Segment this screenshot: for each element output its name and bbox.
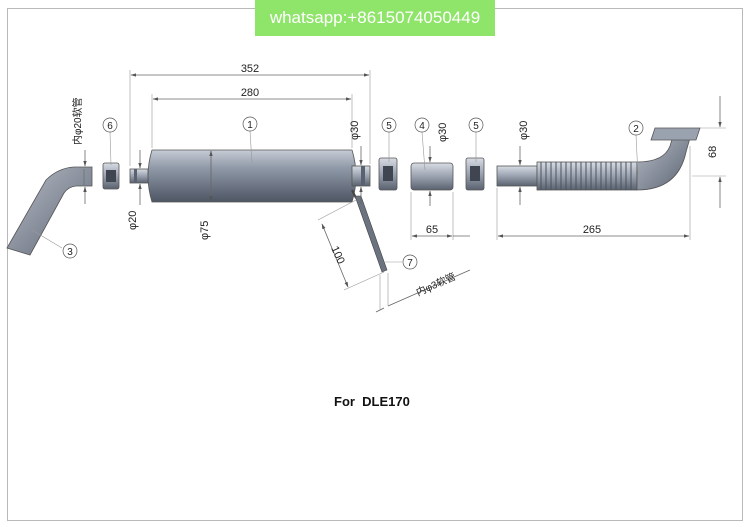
svg-text:5: 5 — [386, 121, 392, 132]
dim-elbow-length: 265 — [583, 224, 601, 236]
coupler-clamp-left — [378, 157, 398, 191]
small-coupler — [102, 162, 120, 190]
dim-body-length: 280 — [241, 87, 259, 99]
svg-text:6: 6 — [107, 121, 113, 132]
svg-text:7: 7 — [407, 258, 413, 269]
balloon-7: 7 — [402, 254, 418, 270]
balloon-2: 2 — [628, 120, 644, 136]
dimension-lines — [83, 70, 726, 313]
dim-tube-length: 100 — [328, 244, 346, 266]
balloon-5-right: 5 — [468, 117, 484, 133]
dim-hose-small: 内φ3软管 — [414, 270, 458, 299]
dim-outlet-dia: φ30 — [349, 121, 361, 140]
flex-elbow-header — [496, 127, 701, 191]
dim-coupler-dia: φ30 — [437, 123, 449, 142]
dim-elbow-rise: 68 — [707, 146, 719, 158]
svg-text:1: 1 — [247, 120, 253, 131]
balloon-3: 3 — [62, 243, 78, 259]
balloon-5-left: 5 — [381, 117, 397, 133]
coupler-clamp-right — [465, 157, 485, 191]
balloon-6: 6 — [102, 117, 118, 133]
pressure-tube — [354, 195, 388, 273]
drawing-caption: For DLE170 — [334, 394, 410, 409]
dim-elbow-dia: φ30 — [518, 121, 530, 140]
muffler-body — [129, 149, 371, 203]
dim-body-dia: φ75 — [199, 221, 211, 240]
svg-text:4: 4 — [419, 121, 425, 132]
svg-text:5: 5 — [473, 121, 479, 132]
balloon-1: 1 — [242, 116, 258, 132]
svg-text:3: 3 — [67, 247, 73, 258]
balloon-4: 4 — [414, 117, 430, 133]
dim-hose-left: 内φ20软管 — [71, 97, 84, 145]
dim-inlet-dia: φ20 — [127, 211, 139, 230]
connector-sleeve — [410, 162, 454, 191]
inlet-angled-pipe — [6, 166, 93, 256]
dim-coupler-length: 65 — [426, 224, 438, 236]
balloon-leaders — [31, 130, 639, 263]
dim-overall-length: 352 — [241, 63, 259, 75]
svg-text:2: 2 — [633, 124, 639, 135]
contact-banner: whatsapp:+8615074050449 — [255, 0, 495, 36]
